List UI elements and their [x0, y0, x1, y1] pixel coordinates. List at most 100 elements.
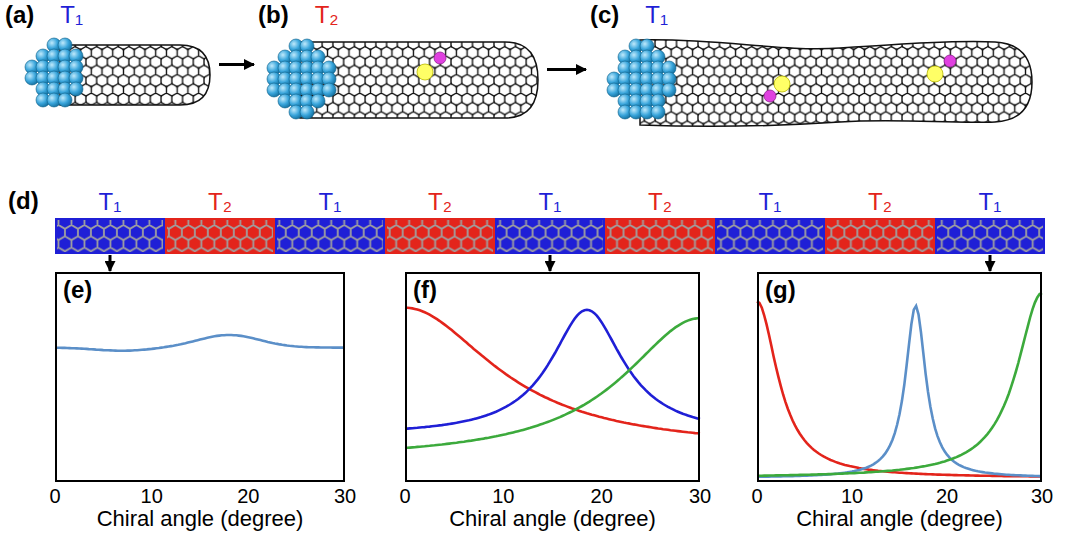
temperature-label: T₁	[497, 189, 603, 215]
panel-letter: (g)	[763, 277, 798, 303]
panel-letter: (f)	[411, 277, 439, 303]
bar-segment-fill	[825, 218, 935, 254]
tick-label: 0	[751, 485, 762, 507]
nanotube	[60, 45, 210, 105]
plot-frame: (f)	[405, 272, 700, 482]
arrow-connector	[549, 255, 552, 271]
distribution-curve	[55, 335, 345, 351]
bar-segment-fill	[55, 218, 165, 254]
temperature-label: T₁	[937, 189, 1043, 215]
growth-stage-panel: (c) T₁	[590, 2, 1040, 162]
temperature-label: T₁	[277, 189, 383, 215]
nanotube-drawings	[60, 40, 1032, 127]
nanotube	[300, 42, 538, 118]
catalyst-ball	[651, 105, 665, 119]
lattice-texture	[825, 218, 935, 254]
growth-stage-panel: (a) T₁	[5, 2, 215, 127]
temperature-label: T₂	[315, 2, 339, 28]
catalyst-particles	[25, 38, 676, 119]
tick-label: 30	[1031, 485, 1053, 507]
growth-stage-panel: (b) T₂	[258, 2, 543, 137]
lattice-texture	[275, 218, 385, 254]
arrow-connector	[989, 255, 992, 271]
arrow-connector	[109, 255, 112, 271]
bar-segment-fill	[495, 218, 605, 254]
temperature-label: T₁	[717, 189, 823, 215]
lattice-texture	[55, 218, 165, 254]
distribution-curve	[405, 318, 700, 448]
tick-label: 10	[841, 485, 863, 507]
temperature-label: T₂	[387, 189, 493, 215]
arrow-connector	[547, 68, 586, 71]
defect-magenta	[764, 90, 776, 102]
catalyst-ball	[69, 82, 83, 96]
bar-segment-fill	[715, 218, 825, 254]
segmented-bar	[55, 218, 1045, 254]
lattice-texture	[165, 218, 275, 254]
defect-yellow	[927, 66, 943, 82]
defect-magenta	[434, 52, 446, 64]
distribution-curve	[757, 306, 1042, 477]
lattice-texture	[385, 218, 495, 254]
defect-magenta	[944, 55, 956, 67]
tick-label: 0	[49, 485, 60, 507]
bar-segment: T₁	[715, 218, 825, 254]
tick-label: 30	[689, 485, 711, 507]
temperature-label: T₂	[167, 189, 273, 215]
bar-segment-fill	[275, 218, 385, 254]
temperature-label: T₁	[57, 189, 163, 215]
bar-segment: T₁	[275, 218, 385, 254]
catalyst-ball	[322, 83, 336, 97]
defect-yellow	[417, 64, 433, 80]
temperature-label: T₁	[60, 2, 83, 28]
lattice-texture	[715, 218, 825, 254]
tick-label: 10	[141, 485, 163, 507]
tick-label: 10	[492, 485, 514, 507]
catalyst-ball	[662, 83, 676, 97]
axis-title: Chiral angle (degree)	[796, 507, 1003, 531]
lattice-texture	[495, 218, 605, 254]
distribution-curve	[757, 293, 1042, 476]
temperature-label: T₂	[827, 189, 933, 215]
temperature-label: T₂	[607, 189, 713, 215]
panel-letter: (b)	[258, 2, 289, 28]
bar-segment-fill	[165, 218, 275, 254]
catalyst-ball	[311, 94, 325, 108]
axis-title: Chiral angle (degree)	[449, 507, 656, 531]
bar-segment-fill	[385, 218, 495, 254]
lattice-texture	[605, 218, 715, 254]
tick-label: 20	[936, 485, 958, 507]
panel-letter: (c)	[590, 2, 619, 28]
catalyst-ball	[58, 93, 72, 107]
axis-title: Chiral angle (degree)	[97, 507, 304, 531]
temperature-label: T₁	[645, 2, 668, 28]
bar-segment: T₂	[385, 218, 495, 254]
arrow-connector	[219, 63, 254, 66]
panel-letter: (e)	[61, 277, 94, 303]
bar-segment: T₁	[495, 218, 605, 254]
tick-label: 30	[334, 485, 356, 507]
panel-letter: (a)	[5, 2, 34, 28]
panel-letter: (d)	[8, 188, 39, 214]
plot-frame: (g)	[757, 272, 1042, 482]
tick-label: 20	[591, 485, 613, 507]
bar-segment: T₂	[165, 218, 275, 254]
bar-segment-fill	[935, 218, 1045, 254]
bar-segment-fill	[605, 218, 715, 254]
bar-segment: T₁	[55, 218, 165, 254]
bar-segment: T₁	[935, 218, 1045, 254]
distribution-curve	[757, 301, 1042, 476]
lattice-texture	[935, 218, 1045, 254]
tick-label: 20	[237, 485, 259, 507]
distribution-curve	[405, 308, 700, 434]
defect-yellow	[774, 76, 790, 92]
plot-frame: (e)	[55, 272, 345, 482]
distribution-curve	[405, 310, 700, 429]
distribution-curves	[55, 293, 1042, 477]
bar-segment: T₂	[825, 218, 935, 254]
nanotube	[640, 40, 1032, 127]
tick-label: 0	[399, 485, 410, 507]
